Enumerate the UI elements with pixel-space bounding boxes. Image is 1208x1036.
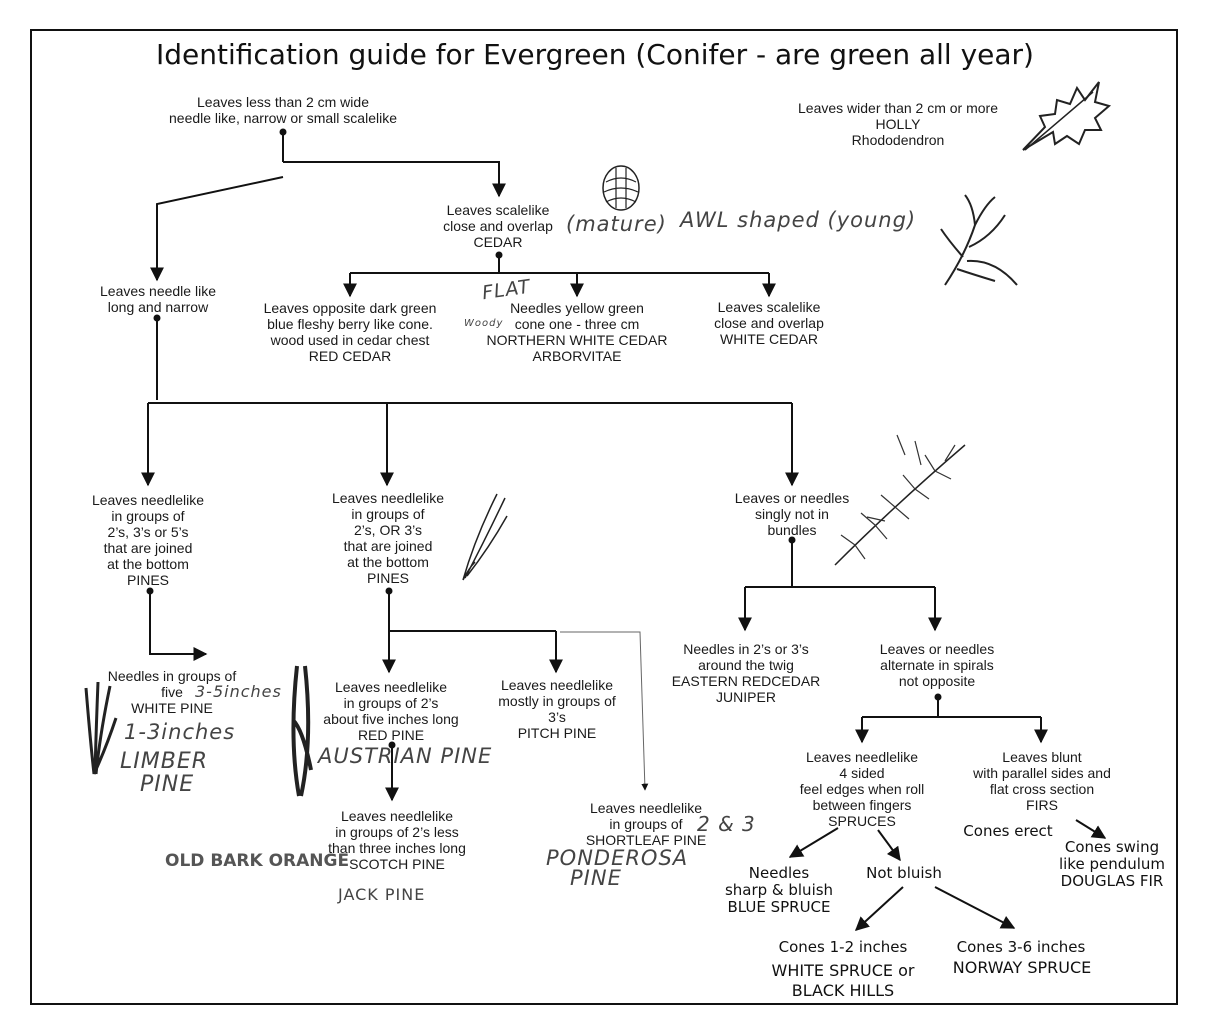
spruce-branch-sketch (834, 434, 966, 566)
austrian-pine-needles-sketch (291, 665, 313, 797)
node-dot (279, 128, 287, 136)
note-awl-shaped: AWL shaped (young) (680, 208, 917, 232)
edge-root-left (150, 176, 284, 282)
node-dot (385, 587, 393, 595)
note-2-and-3: 2 & 3 (697, 812, 756, 836)
note-not-bluish: Not bluish (866, 864, 942, 882)
note-cones-erect: Cones erect (963, 822, 1053, 840)
note-woody: Woody (464, 318, 504, 329)
note-3-5-inches: 3-5inches (195, 682, 282, 701)
node-dot (146, 587, 154, 595)
edge-notbluish-norway (934, 886, 1016, 929)
page-title: Identification guide for Evergreen (Coni… (156, 38, 1034, 71)
node-dot (153, 314, 161, 322)
white-pine-needles-sketch (84, 681, 118, 775)
edge-notbluish-white (854, 886, 904, 931)
node-dot (495, 251, 503, 259)
awl-twig-sketch (940, 194, 1018, 286)
note-jack-pine: JACK PINE (338, 885, 426, 904)
note-1-3-inches: 1-3inches (124, 720, 236, 744)
edge-root-right (283, 161, 506, 198)
holly-leaf-sketch (1022, 81, 1112, 151)
note-austrian-pine: AUSTRIAN PINE (318, 744, 493, 768)
edge-spruce-notbluish (877, 829, 901, 862)
edge-pines235-down (149, 591, 208, 661)
edge-firs-douglas (1075, 819, 1107, 839)
edge-pitch-shortleaf (560, 631, 649, 791)
note-mature: (mature) (566, 212, 667, 236)
edge-spruce-blue (788, 827, 839, 858)
note-cones-3-6: Cones 3-6 inches (956, 938, 1086, 956)
note-ponderosa: PONDEROSA (546, 846, 689, 870)
note-cones-1-2: Cones 1-2 inches (778, 938, 908, 956)
cedar-cone-sketch (602, 165, 640, 211)
node-dot (788, 536, 796, 544)
note-limber: LIMBER (120, 749, 209, 774)
note-limber-pine: PINE (140, 772, 195, 797)
diagram-frame (30, 29, 1178, 1005)
pine-needles-sketch (462, 493, 508, 581)
note-ponderosa-pine: PINE (570, 866, 622, 890)
note-old-bark-orange: OLD BARK ORANGE (165, 851, 350, 871)
node-dot (934, 693, 942, 701)
note-norway-spruce: NORWAY SPRUCE (952, 958, 1092, 977)
node-dot (388, 741, 396, 749)
